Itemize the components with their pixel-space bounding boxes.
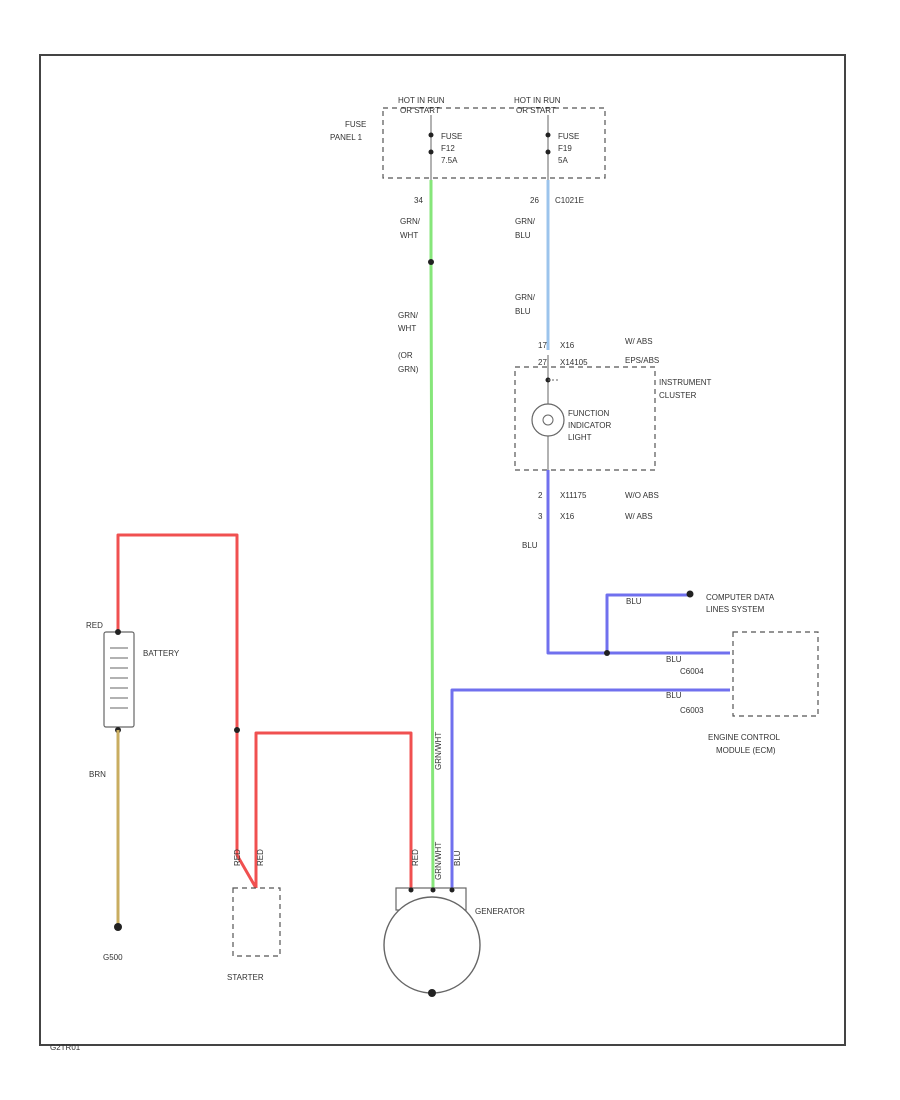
starter-box: [232, 887, 281, 957]
ecm-wire-color-c: BLU: [666, 691, 682, 700]
cluster-out-color: BLU: [522, 541, 538, 550]
green-color-e: (OR: [398, 351, 413, 360]
red-wire-starter: [116, 533, 258, 889]
blue-color-d: BLU: [515, 307, 531, 316]
gen-wire-color-c: BLU: [453, 850, 462, 866]
cluster-pin-bot-a: 2: [538, 491, 543, 500]
fuse-a-hot-label-2: OR START: [400, 106, 440, 115]
starter-wire-color-b: RED: [256, 849, 265, 866]
ecm-wire-color-a: BLU: [626, 597, 642, 606]
ecm-label-2: MODULE (ECM): [716, 746, 776, 755]
cluster-pin-top-e: X14105: [560, 358, 588, 367]
ecm-box: [732, 631, 819, 717]
fuse-a-node-bot: [428, 149, 434, 155]
battery-cells-icon: [110, 647, 128, 709]
fuse-a-label: FUSE: [441, 132, 462, 141]
lamp-label-3: LIGHT: [568, 433, 592, 442]
ground-label: G500: [103, 953, 123, 962]
green-color-d: WHT: [398, 324, 416, 333]
indicator-lamp-icon: [531, 403, 565, 437]
cluster-pin-bot-c: W/O ABS: [625, 491, 659, 500]
fuse-b-hot-label-2: OR START: [516, 106, 556, 115]
lamp-label-2: INDICATOR: [568, 421, 611, 430]
data-lines-label: COMPUTER DATA: [706, 593, 775, 602]
fuse-a-node-top: [428, 132, 434, 138]
fuse-a-rating: 7.5A: [441, 156, 458, 165]
green-color-f: GRN): [398, 365, 419, 374]
blue-pin: 26: [530, 196, 539, 205]
data-lines-label-2: LINES SYSTEM: [706, 605, 765, 614]
cluster-pin-bot-b: X11175: [560, 491, 587, 500]
battery-icon: [103, 631, 135, 728]
battery-label: BATTERY: [143, 649, 180, 658]
green-color-c: GRN/: [398, 311, 419, 320]
green-color-a: GRN/: [400, 217, 421, 226]
battery-positive-terminal: [115, 629, 121, 635]
fuse-panel-label-2: PANEL 1: [330, 133, 363, 142]
cluster-pin-top-a: 17: [538, 341, 547, 350]
gen-terminal-l: [449, 887, 455, 893]
fuse-a-hot-label: HOT IN RUN: [398, 96, 445, 105]
gen-wire-color-a: RED: [411, 849, 420, 866]
blue-color-a: GRN/: [515, 217, 536, 226]
starter-label: STARTER: [227, 973, 264, 982]
cluster-pin-bot-f: W/ ABS: [625, 512, 653, 521]
blue-connector: C1021E: [555, 196, 584, 205]
blue-splice: [604, 650, 610, 656]
cluster-label: INSTRUMENT: [659, 378, 712, 387]
cluster-pin-top-d: 27: [538, 358, 547, 367]
green-color-b: WHT: [400, 231, 418, 240]
fuse-b-node-top: [545, 132, 551, 138]
gen-terminal-s: [430, 887, 436, 893]
blue-color-b: BLU: [515, 231, 531, 240]
generator-ground: [428, 989, 436, 997]
fuse-b-rating: 5A: [558, 156, 568, 165]
ground-wire-color: BRN: [89, 770, 106, 779]
instrument-cluster-box: [514, 366, 656, 471]
lamp-filament-icon: [542, 414, 554, 426]
green-splice: [428, 259, 434, 265]
ecm-label: ENGINE CONTROL: [708, 733, 781, 742]
blue-wire-generator: [450, 688, 730, 890]
generator-label: GENERATOR: [475, 907, 525, 916]
ecm-wire-color-b: BLU: [666, 655, 682, 664]
blue-wire-data-lines: [605, 593, 690, 653]
fuse-b-number: F19: [558, 144, 572, 153]
gen-terminal-b: [408, 887, 414, 893]
ecm-pin-a: C6004: [680, 667, 704, 676]
generator-icon: [383, 896, 481, 994]
green-wire: [429, 180, 435, 891]
red-wire-generator: [254, 731, 413, 890]
cluster-pin-bot-d: 3: [538, 512, 543, 521]
starter-wire-color-a: RED: [233, 849, 242, 866]
fuse-b-hot-label: HOT IN RUN: [514, 96, 561, 105]
gen-wire-color-b: GRN/WHT: [434, 842, 443, 880]
gen-wire-color-d: GRN/WHT: [434, 732, 443, 770]
diagram-frame: [39, 54, 846, 1046]
ecm-pin-b: C6003: [680, 706, 704, 715]
data-lines-terminal: [686, 590, 694, 598]
lamp-label: FUNCTION: [568, 409, 610, 418]
battery-wire-color: RED: [86, 621, 103, 630]
green-pin: 34: [414, 196, 423, 205]
cluster-pin-top-b: X16: [560, 341, 575, 350]
fuse-b-node-bot: [545, 149, 551, 155]
fuse-panel-box: [382, 107, 606, 179]
blue-wire-ecm: [546, 470, 730, 655]
diagram-code: G2TR01: [50, 1043, 81, 1052]
cluster-label-2: CLUSTER: [659, 391, 697, 400]
fuse-b-label: FUSE: [558, 132, 579, 141]
fuse-panel-label: FUSE: [345, 120, 366, 129]
fuse-a-number: F12: [441, 144, 455, 153]
cluster-pin-top-c: W/ ABS: [625, 337, 653, 346]
cluster-pin-top-f: EPS/ABS: [625, 356, 659, 365]
red-splice: [234, 727, 240, 733]
cluster-pin-bot-e: X16: [560, 512, 575, 521]
ground-icon: [114, 923, 122, 931]
blue-color-c: GRN/: [515, 293, 536, 302]
